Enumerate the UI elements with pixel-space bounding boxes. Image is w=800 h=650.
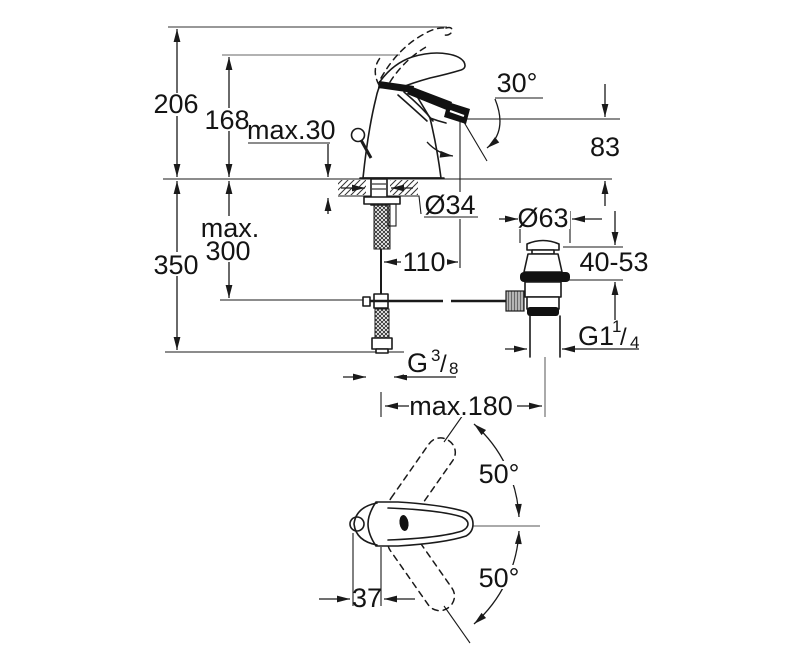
label-37: 37 bbox=[352, 583, 382, 613]
label-168: 168 bbox=[204, 105, 249, 135]
pull-rod bbox=[359, 139, 373, 159]
lever-joint-band bbox=[378, 81, 414, 93]
pull-rod-knob-top bbox=[349, 516, 365, 532]
label-350: 350 bbox=[153, 250, 198, 280]
supply-hose-lower bbox=[374, 308, 390, 339]
mounting-flange bbox=[363, 196, 401, 205]
svg-text:/: / bbox=[440, 351, 447, 378]
spout-angle-arc bbox=[486, 98, 501, 149]
svg-text:40-53: 40-53 bbox=[579, 247, 648, 277]
svg-text:206: 206 bbox=[153, 89, 198, 119]
handle-top bbox=[367, 501, 474, 547]
g38-connector-nut bbox=[371, 337, 393, 350]
waste-plug-cap bbox=[526, 239, 560, 251]
svg-text:168: 168 bbox=[204, 105, 249, 135]
svg-text:350: 350 bbox=[153, 250, 198, 280]
label-max180: max.180 bbox=[409, 391, 513, 421]
label-max30: max.30 bbox=[247, 115, 336, 145]
label-206: 206 bbox=[153, 89, 198, 119]
handle-top-view bbox=[349, 437, 474, 612]
waste-lower-ring bbox=[527, 307, 559, 316]
rod-connector-knob bbox=[505, 290, 525, 312]
label-50deg-bottom: 50° bbox=[479, 563, 520, 593]
handle-slot bbox=[399, 515, 409, 531]
svg-text:110: 110 bbox=[402, 247, 445, 277]
svg-text:8: 8 bbox=[449, 359, 458, 378]
waste-upper-cone bbox=[523, 253, 563, 273]
svg-text:4: 4 bbox=[630, 333, 639, 352]
svg-text:50°: 50° bbox=[479, 563, 520, 593]
svg-text:max.: max. bbox=[201, 213, 260, 243]
svg-text:/: / bbox=[620, 324, 627, 351]
label-g1-1-4: G1 1 / 4 bbox=[576, 317, 646, 352]
label-30deg: 30° bbox=[497, 68, 538, 98]
label-40-53: 40-53 bbox=[578, 247, 650, 277]
svg-text:G: G bbox=[407, 348, 428, 378]
mounting-shank bbox=[362, 178, 508, 354]
svg-text:37: 37 bbox=[352, 583, 382, 613]
label-110: 110 bbox=[401, 247, 447, 277]
svg-text:1: 1 bbox=[612, 317, 621, 336]
lever-raised-dashed bbox=[380, 27, 447, 79]
svg-text:83: 83 bbox=[590, 132, 620, 162]
svg-text:max.30: max.30 bbox=[247, 115, 336, 145]
counter-underside-leader bbox=[338, 195, 422, 215]
label-83: 83 bbox=[588, 132, 622, 162]
spout-top-band bbox=[407, 86, 452, 111]
label-g-3-8: G 3 / 8 bbox=[404, 346, 460, 378]
pull-rod-knob bbox=[350, 127, 366, 143]
label-dia63: Ø63 bbox=[517, 203, 570, 233]
svg-text:3: 3 bbox=[431, 346, 440, 365]
svg-text:max.180: max.180 bbox=[409, 391, 513, 421]
svg-text:Ø63: Ø63 bbox=[517, 203, 568, 233]
dimension-labels: 206 168 max.30 30° 83 Ø34 Ø63 40-53 bbox=[153, 68, 650, 613]
label-max300: max. 300 bbox=[200, 213, 259, 266]
faucet-lever-side bbox=[378, 52, 466, 89]
svg-text:G1: G1 bbox=[578, 321, 614, 351]
flow-direction-arrow bbox=[426, 141, 454, 158]
svg-text:50°: 50° bbox=[479, 459, 520, 489]
supply-hose-upper bbox=[373, 203, 391, 250]
svg-text:Ø34: Ø34 bbox=[424, 190, 475, 220]
svg-text:30°: 30° bbox=[497, 68, 538, 98]
label-dia34: Ø34 bbox=[423, 190, 479, 220]
waste-mid-body bbox=[524, 281, 562, 298]
label-50deg-top: 50° bbox=[479, 459, 520, 489]
waste-o-ring bbox=[520, 272, 570, 282]
waste-assembly bbox=[505, 239, 570, 358]
faucet-side-view bbox=[350, 26, 470, 179]
svg-text:300: 300 bbox=[205, 236, 250, 266]
